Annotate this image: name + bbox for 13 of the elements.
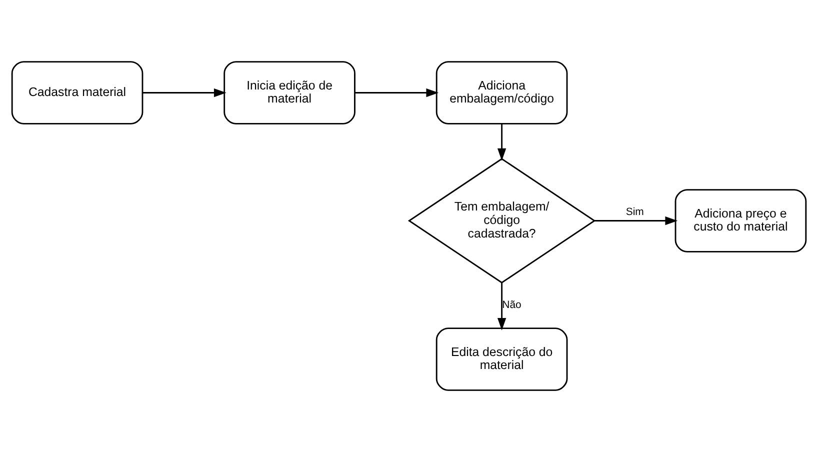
edge-label: Não: [502, 300, 522, 312]
node-diamond: Tem embalagem/código cadastrada?: [408, 158, 596, 284]
arrow: [142, 88, 226, 98]
arrow: [355, 88, 439, 98]
arrow: [497, 282, 506, 330]
node-box: Cadastra material: [11, 61, 144, 124]
node-box: Adiciona embalagem/código: [436, 61, 568, 124]
node-box: Edita descrição do material: [436, 328, 568, 391]
node-box: Adiciona preço e custo do material: [674, 189, 807, 252]
edge-label: Sim: [626, 206, 644, 218]
arrow: [497, 124, 506, 161]
node-box: Inicia edição de material: [224, 61, 356, 124]
arrow: [594, 216, 678, 226]
